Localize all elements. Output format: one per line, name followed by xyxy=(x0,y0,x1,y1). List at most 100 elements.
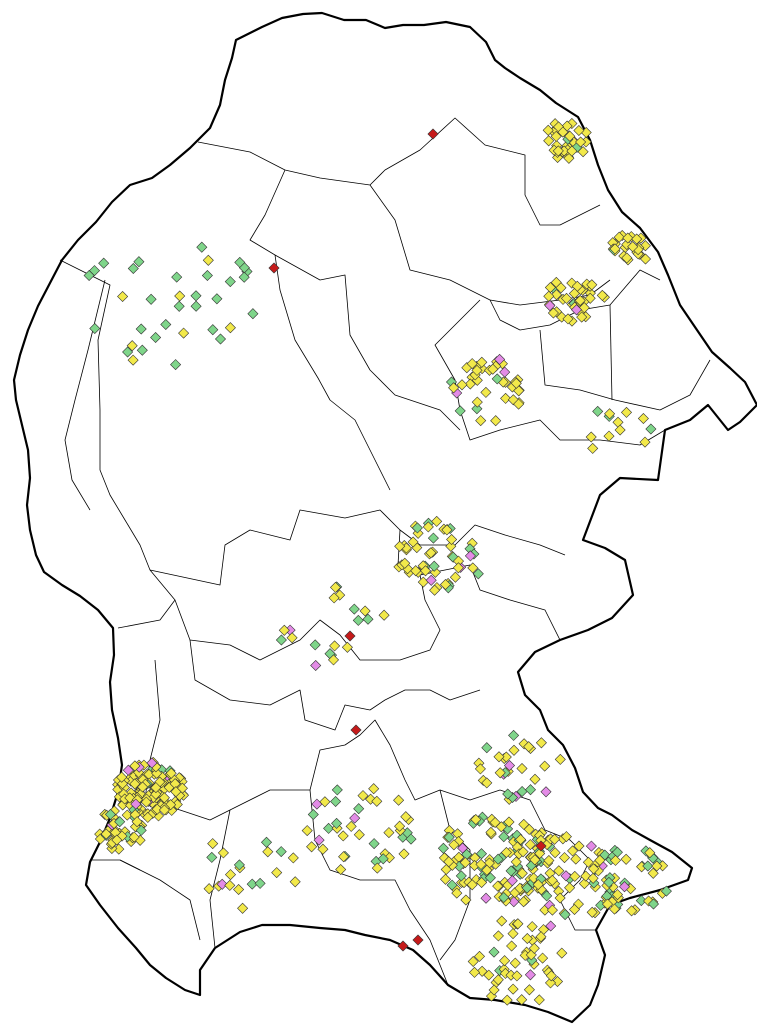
locality-point-green xyxy=(127,262,139,275)
locality-point-green xyxy=(246,878,258,890)
locality-point-green xyxy=(601,890,613,902)
locality-point-green xyxy=(505,865,517,877)
locality-point-yellow xyxy=(417,576,429,588)
locality-point-green xyxy=(331,784,343,796)
municipal-border xyxy=(149,509,566,586)
locality-point-yellow xyxy=(400,811,412,823)
locality-point-magenta xyxy=(313,834,325,846)
locality-point-yellow xyxy=(604,408,616,420)
locality-point-yellow xyxy=(128,831,140,843)
locality-point-red xyxy=(412,934,424,946)
municipal-border xyxy=(90,859,141,871)
locality-point-yellow xyxy=(394,820,406,832)
locality-point-yellow xyxy=(528,872,540,884)
locality-point-magenta xyxy=(146,757,158,769)
locality-point-yellow xyxy=(507,983,519,995)
locality-point-yellow xyxy=(170,786,182,798)
locality-point-yellow xyxy=(573,124,585,137)
municipal-border xyxy=(64,279,106,511)
locality-point-green xyxy=(491,373,503,385)
locality-point-magenta xyxy=(310,659,322,672)
locality-point-yellow xyxy=(554,753,566,765)
locality-point-green xyxy=(405,833,417,845)
locality-point-green xyxy=(122,346,134,358)
locality-point-green xyxy=(645,423,657,435)
locality-point-yellow xyxy=(306,841,318,853)
locality-point-yellow xyxy=(535,931,547,943)
locality-point-yellow xyxy=(493,751,505,763)
locality-point-green xyxy=(502,788,514,800)
locality-point-magenta xyxy=(585,840,597,852)
locality-point-green xyxy=(196,241,208,253)
locality-point-yellow xyxy=(560,831,572,843)
locality-point-yellow xyxy=(500,846,512,859)
locality-point-yellow xyxy=(425,547,437,559)
locality-point-yellow xyxy=(586,906,598,918)
locality-point-green xyxy=(471,403,483,415)
locality-point-green xyxy=(368,838,380,850)
locality-point-yellow xyxy=(577,146,589,158)
locality-point-yellow xyxy=(371,795,383,807)
locality-point-magenta xyxy=(349,812,361,824)
locality-point-yellow xyxy=(521,932,533,945)
locality-point-yellow xyxy=(174,290,186,302)
locality-point-green xyxy=(309,639,321,651)
locality-point-yellow xyxy=(567,845,579,857)
locality-point-green xyxy=(488,946,500,958)
locality-point-yellow xyxy=(289,876,301,888)
locality-point-yellow xyxy=(488,984,500,996)
locality-point-yellow xyxy=(620,406,633,418)
locality-point-green xyxy=(170,359,182,371)
locality-point-yellow xyxy=(570,853,582,865)
locality-point-yellow xyxy=(237,902,249,914)
locality-point-yellow xyxy=(587,872,599,884)
locality-point-magenta xyxy=(311,798,323,810)
locality-point-yellow xyxy=(620,853,632,865)
locality-point-yellow xyxy=(513,398,525,410)
locality-point-green xyxy=(238,271,250,283)
locality-point-yellow xyxy=(440,863,452,876)
locality-point-green xyxy=(592,405,604,417)
locality-point-yellow xyxy=(473,950,486,962)
locality-point-yellow xyxy=(578,302,590,314)
locality-point-yellow xyxy=(407,536,419,548)
locality-point-yellow xyxy=(492,880,504,892)
locality-point-magenta xyxy=(545,920,557,932)
locality-point-yellow xyxy=(609,243,621,255)
locality-point-magenta xyxy=(544,300,556,312)
locality-point-yellow xyxy=(410,565,422,577)
locality-point-green xyxy=(247,308,259,320)
locality-point-green xyxy=(201,269,213,282)
locality-point-yellow xyxy=(553,865,565,877)
locality-point-yellow xyxy=(558,852,571,864)
locality-point-yellow xyxy=(588,863,600,875)
locality-point-yellow xyxy=(546,904,558,916)
locality-point-yellow xyxy=(518,896,530,908)
locality-point-green xyxy=(508,729,520,741)
locality-point-green xyxy=(171,271,183,283)
locality-point-red xyxy=(427,128,439,140)
locality-point-green xyxy=(635,895,647,907)
locality-point-yellow xyxy=(475,415,487,427)
locality-point-yellow xyxy=(143,768,155,780)
locality-point-yellow xyxy=(529,773,541,785)
locality-point-yellow xyxy=(639,436,651,448)
locality-point-yellow xyxy=(451,887,463,899)
locality-point-yellow xyxy=(560,292,573,304)
locality-point-yellow xyxy=(546,874,558,886)
locality-point-green xyxy=(234,256,246,268)
locality-point-magenta xyxy=(284,624,296,636)
locality-point-yellow xyxy=(507,928,519,940)
locality-point-yellow xyxy=(422,521,434,533)
locality-point-green xyxy=(352,614,364,626)
locality-point-magenta xyxy=(618,881,631,893)
locality-point-red xyxy=(268,262,280,274)
locality-point-yellow xyxy=(500,751,512,763)
locality-point-green xyxy=(98,257,110,269)
locality-point-green xyxy=(437,842,449,854)
locality-point-yellow xyxy=(596,289,608,301)
locality-point-yellow xyxy=(448,839,460,851)
locality-point-green xyxy=(362,613,374,625)
locality-point-green xyxy=(135,824,147,836)
